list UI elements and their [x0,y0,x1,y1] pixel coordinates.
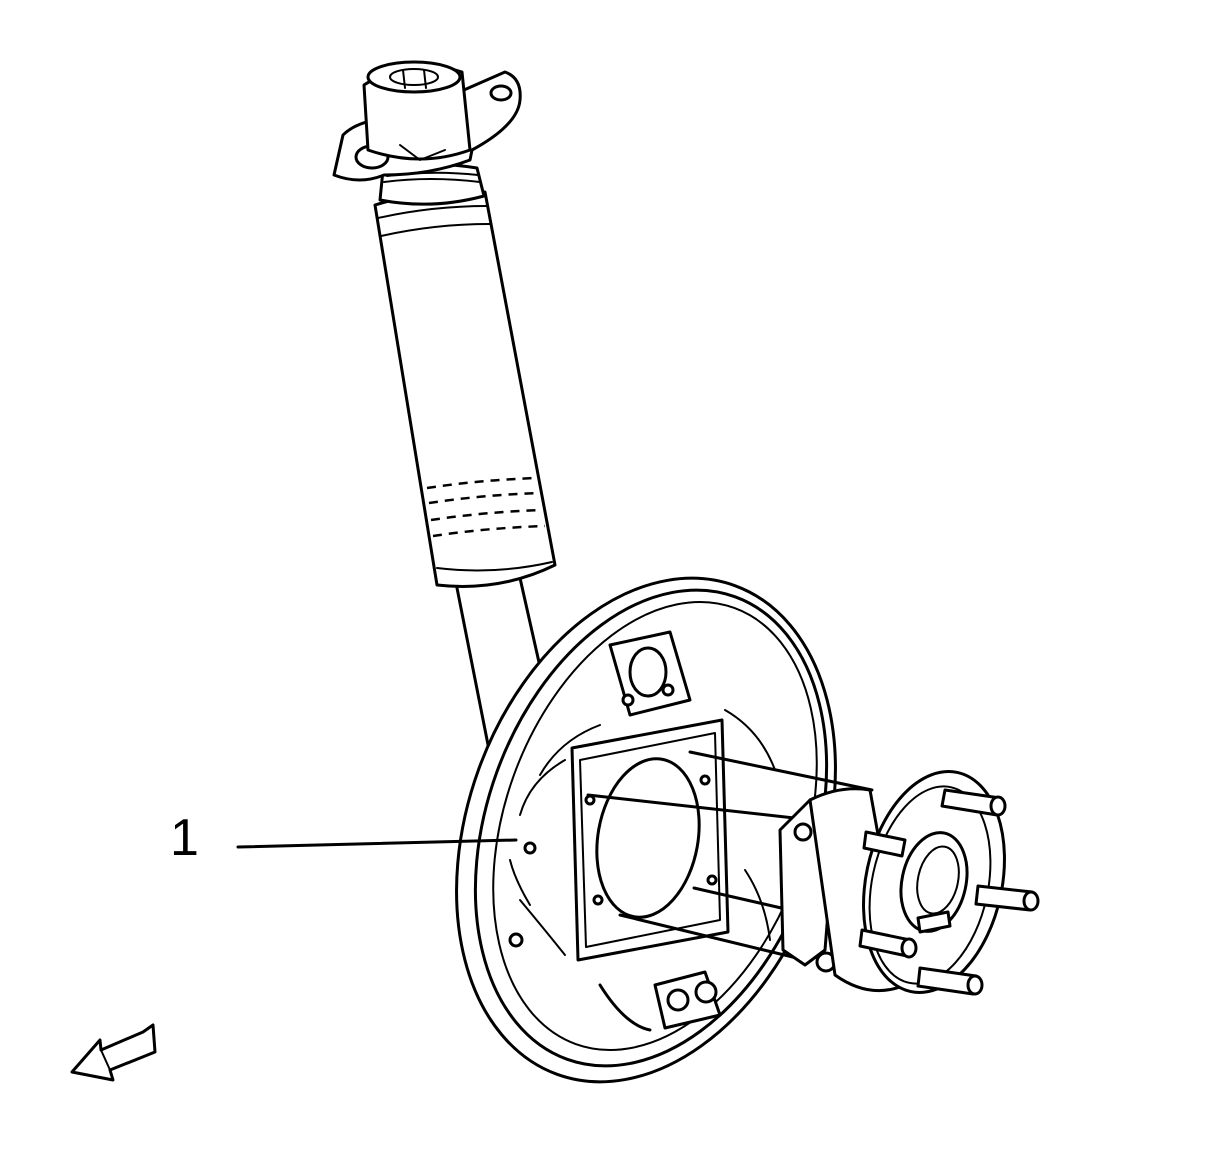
wheel-studs [858,788,1040,996]
backing-plate [455,576,837,1084]
wheel-cylinder-mount [608,630,692,717]
wheel-stud [862,830,907,858]
shock-body-tube [373,189,557,588]
callout-number: 1 [170,809,199,867]
wheel-stud [858,928,918,959]
view-direction-arrow-icon [70,1023,157,1082]
upper-mount [332,60,522,182]
anchor-block [598,970,722,1032]
alignment-guide-lines [586,750,874,962]
shock-absorber [332,60,557,772]
wheel-hub-bearing [778,770,1040,996]
callout-leader-line [236,838,518,849]
wheel-stud [974,884,1040,912]
mount-bolt-hole [489,84,513,102]
wheel-stud [916,966,984,996]
wheel-stud [940,788,1007,817]
